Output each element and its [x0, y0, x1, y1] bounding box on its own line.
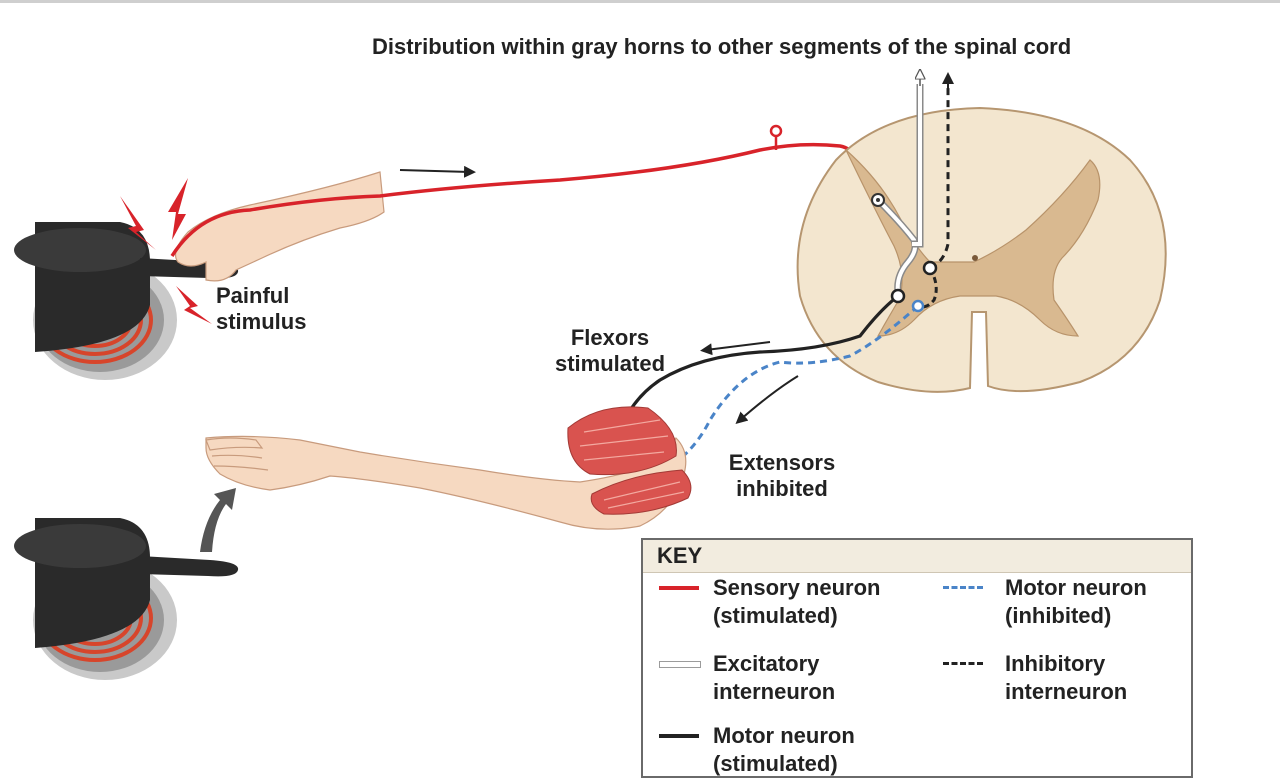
- motor-stimulated-line-symbol: [659, 734, 699, 738]
- upper-arm: [175, 171, 385, 282]
- motor-neuron-inhibited: [649, 299, 925, 480]
- excitatory-interneuron: [871, 74, 920, 293]
- extensors-line1: Extensors: [728, 450, 836, 475]
- key-excitatory-line2: interneuron: [713, 679, 836, 704]
- legend-key: KEY Sensory neuron (stimulated) Motor ne…: [641, 538, 1193, 778]
- key-sensory-line1: Sensory neuron: [713, 575, 881, 600]
- sensory-neuron: [170, 124, 868, 257]
- sensory-line-symbol: [659, 586, 699, 590]
- withdrawal-arrow: [200, 488, 236, 552]
- painful-line2: stimulus: [216, 309, 307, 334]
- extensor-muscle: [590, 469, 692, 515]
- flexors-line2: stimulated: [554, 351, 666, 376]
- motor-inhibited-line-symbol: [943, 586, 983, 589]
- diagram-title: Distribution within gray horns to other …: [372, 34, 1072, 59]
- key-motor-stimulated-line1: Motor neuron: [713, 723, 855, 748]
- pain-bolts: [120, 178, 212, 324]
- key-motor-inhibited-line2: (inhibited): [1005, 603, 1112, 628]
- excitatory-line-symbol: [659, 661, 701, 668]
- extensors-label: Extensors inhibited: [712, 450, 852, 502]
- flexors-line1: Flexors: [570, 325, 650, 350]
- key-heading: KEY: [643, 540, 1191, 573]
- extensors-line2: inhibited: [736, 476, 828, 501]
- flexors-label: Flexors stimulated: [540, 325, 680, 377]
- painful-line1: Painful: [216, 283, 290, 308]
- key-inhibitory-line2: interneuron: [1005, 679, 1128, 704]
- bottom-frying-pan: [14, 518, 239, 648]
- painful-stimulus-label: Painful stimulus: [216, 283, 306, 335]
- key-motor-inhibited-line1: Motor neuron: [1005, 575, 1147, 600]
- spinal-cord-section: [796, 106, 1167, 393]
- inhibitory-interneuron: [915, 72, 954, 309]
- inhibitory-line-symbol: [943, 662, 983, 665]
- key-excitatory-line1: Excitatory: [713, 651, 820, 676]
- flexor-muscle: [567, 406, 677, 476]
- top-border: [0, 0, 1280, 3]
- key-inhibitory-line1: Inhibitory: [1005, 651, 1106, 676]
- key-sensory-line2: (stimulated): [713, 603, 838, 628]
- key-motor-stimulated-line2: (stimulated): [713, 751, 838, 776]
